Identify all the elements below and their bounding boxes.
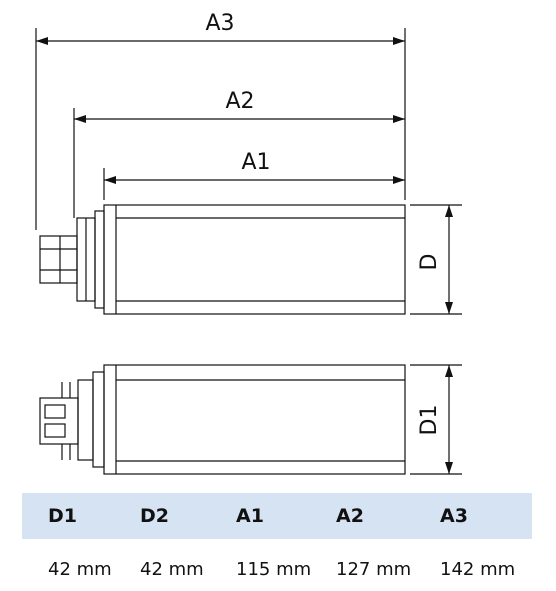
value-a2: 127 mm (336, 558, 412, 580)
lamp-dimension-drawing: A3 A2 A1 D D1 (35, 11, 462, 475)
header-a3: A3 (418, 493, 532, 539)
table-header-row: D1 D2 A1 A2 A3 (22, 493, 532, 539)
header-a1: A1 (214, 493, 314, 539)
dimension-table: D1 D2 A1 A2 A3 42 mm 42 mm 115 mm 127 mm… (22, 493, 532, 591)
value-a3: 142 mm (440, 558, 516, 580)
value-d2: 42 mm (140, 558, 204, 580)
value-a1: 115 mm (236, 558, 312, 580)
d-label: D (417, 254, 442, 271)
a2-label: A2 (225, 89, 254, 114)
header-d2: D2 (118, 493, 214, 539)
d1-label: D1 (417, 405, 442, 436)
lamp-side-view (39, 364, 406, 475)
a3-label: A3 (205, 11, 234, 36)
table-row: 42 mm 42 mm 115 mm 127 mm 142 mm (22, 539, 532, 591)
value-d1: 42 mm (48, 558, 112, 580)
lamp-top-view (39, 204, 406, 315)
a1-label: A1 (241, 150, 270, 175)
header-a2: A2 (314, 493, 418, 539)
header-d1: D1 (22, 493, 118, 539)
